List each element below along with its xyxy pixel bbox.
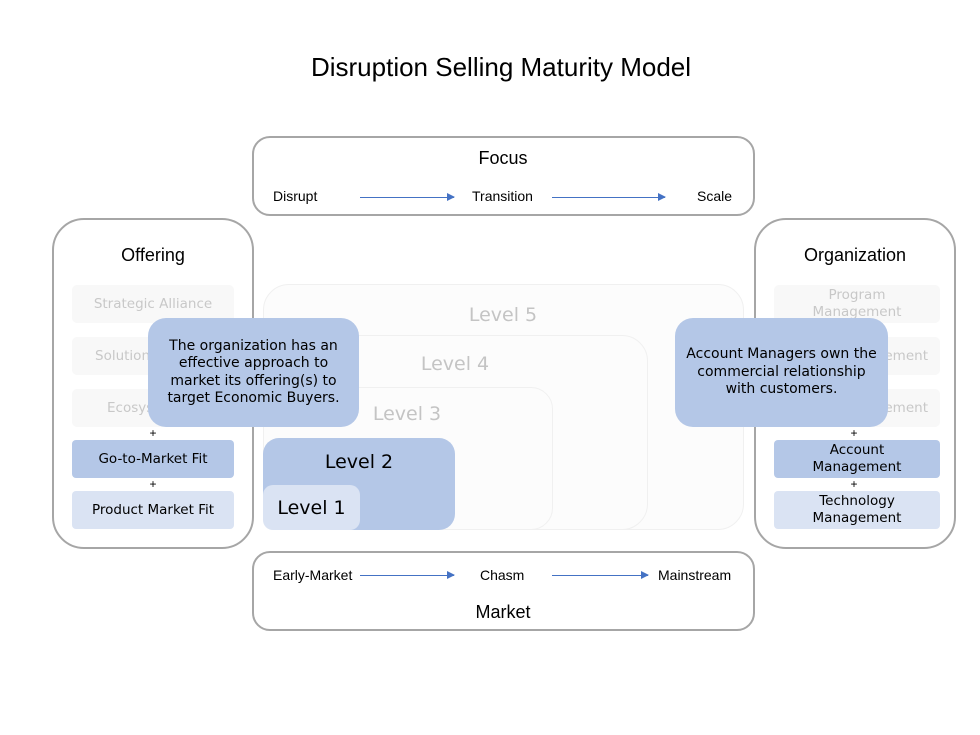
organization-item-technology-management: Technology Management <box>774 491 940 529</box>
focus-step-disrupt: Disrupt <box>273 188 318 204</box>
level-2-label: Level 2 <box>324 451 394 473</box>
market-step-chasm: Chasm <box>480 567 525 583</box>
level-1-box <box>263 485 360 530</box>
organization-heading: Organization <box>803 245 907 265</box>
market-step-mainstream: Mainstream <box>658 567 732 583</box>
organization-item-program-management: Program Management <box>774 285 940 323</box>
focus-arrow-1 <box>360 193 455 201</box>
focus-step-scale: Scale <box>697 188 733 204</box>
organization-item-account-management: Account Management <box>774 440 940 478</box>
market-arrow-2 <box>552 571 649 579</box>
market-arrow-1 <box>360 571 455 579</box>
focus-arrow-2 <box>552 193 666 201</box>
offering-plus-2: + <box>149 477 157 491</box>
focus-step-transition: Transition <box>472 188 533 204</box>
focus-panel <box>252 136 755 216</box>
offering-plus-1: + <box>149 426 157 440</box>
level-3-label: Level 3 <box>372 403 442 425</box>
organization-callout: Account Managers own the commercial rela… <box>675 318 888 427</box>
offering-item-strategic-alliance: Strategic Alliance <box>72 285 234 323</box>
offering-item-go-to-market-fit: Go-to-Market Fit <box>72 440 234 478</box>
market-panel <box>252 551 755 631</box>
offering-heading: Offering <box>121 245 185 265</box>
organization-plus-2: + <box>850 477 858 491</box>
level-4-label: Level 4 <box>420 353 490 375</box>
offering-callout: The organization has an effective approa… <box>148 318 359 427</box>
level-1-label: Level 1 <box>277 497 346 519</box>
organization-plus-1: + <box>850 426 858 440</box>
diagram-title: Disruption Selling Maturity Model <box>310 52 692 82</box>
market-heading: Market <box>475 602 531 622</box>
focus-heading: Focus <box>478 148 528 168</box>
market-step-early: Early-Market <box>273 567 353 583</box>
offering-item-product-market-fit: Product Market Fit <box>72 491 234 529</box>
level-5-label: Level 5 <box>468 304 538 326</box>
